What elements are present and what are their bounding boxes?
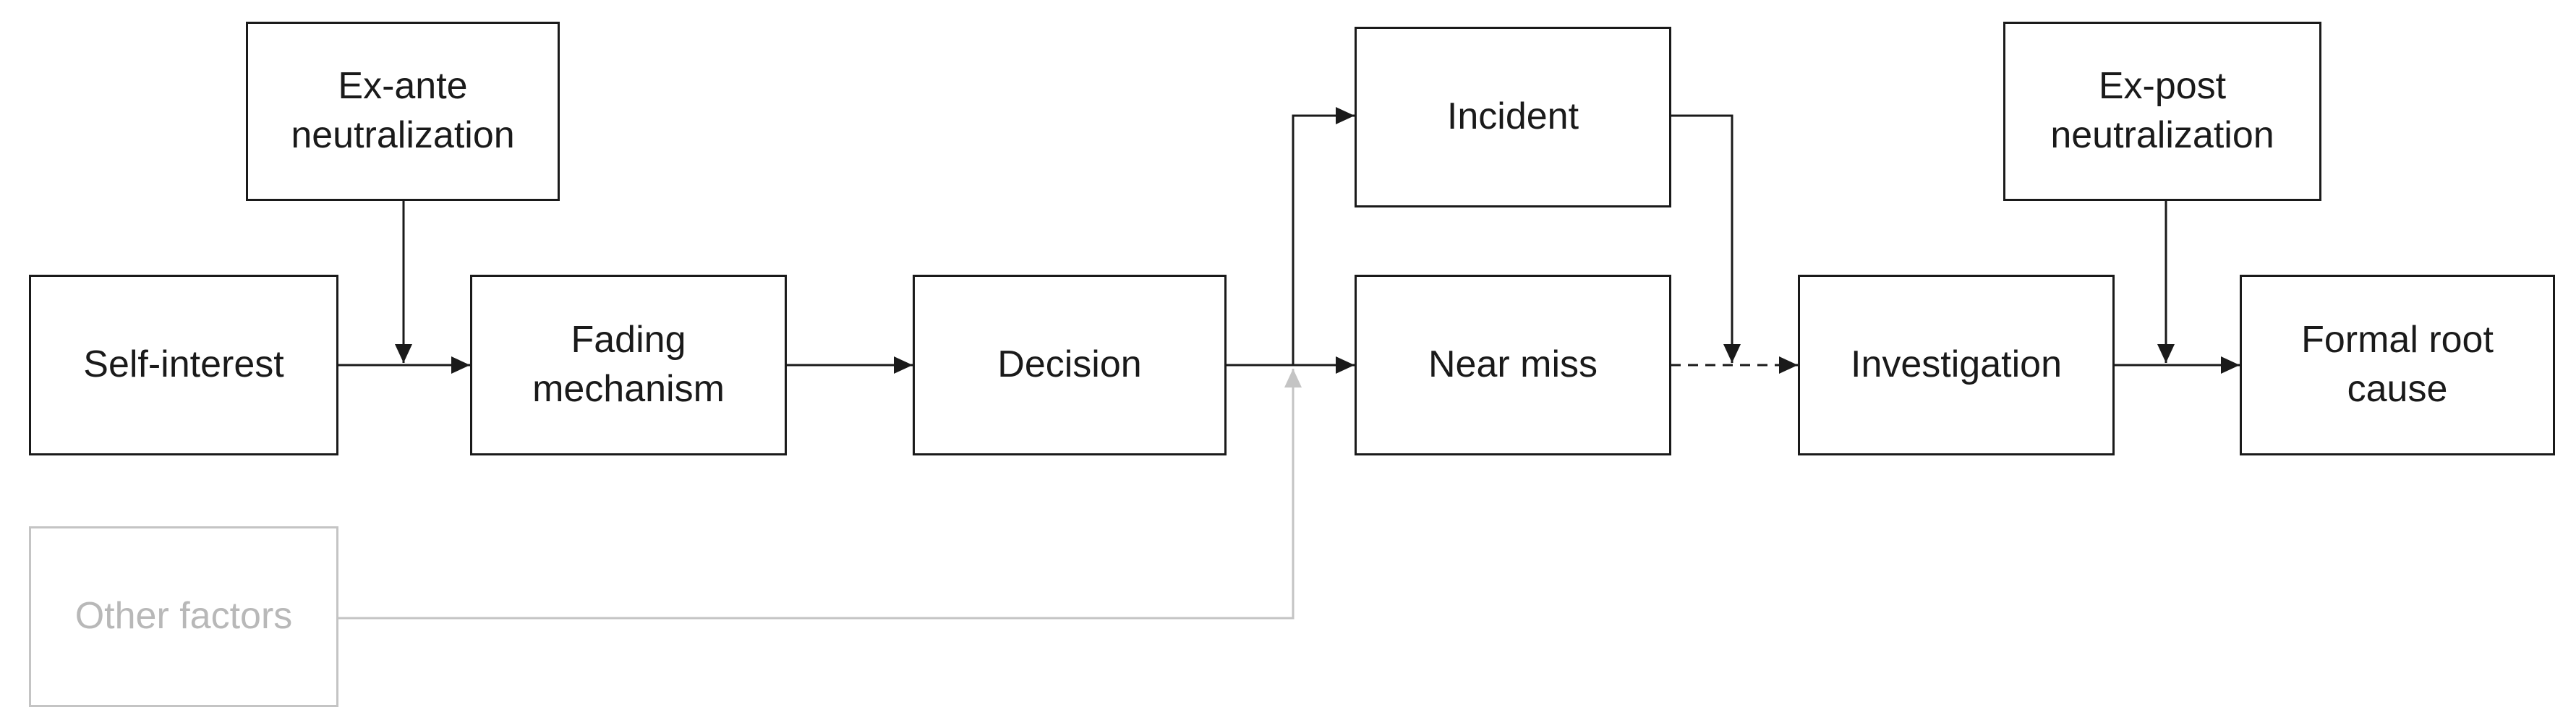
node-fading-mechanism-label: Fading mechanism: [532, 319, 725, 410]
node-formal-root-cause-label: Formal root cause: [2301, 319, 2494, 410]
node-ex-ante-neutralization: Ex-ante neutralization: [246, 22, 560, 201]
node-other-factors: Other factors: [29, 526, 338, 707]
node-investigation-label: Investigation: [1851, 343, 2062, 386]
node-incident-label: Incident: [1446, 95, 1579, 138]
node-decision-label: Decision: [997, 343, 1142, 386]
node-ex-ante-neutralization-label: Ex-ante neutralization: [291, 65, 515, 156]
node-self-interest-label: Self-interest: [83, 343, 284, 386]
node-decision: Decision: [913, 275, 1227, 455]
node-formal-root-cause: Formal root cause: [2240, 275, 2555, 455]
node-fading-mechanism: Fading mechanism: [470, 275, 787, 455]
node-incident: Incident: [1355, 27, 1671, 207]
node-investigation: Investigation: [1798, 275, 2115, 455]
node-near-miss: Near miss: [1355, 275, 1671, 455]
node-ex-post-neutralization: Ex-post neutralization: [2003, 22, 2321, 201]
node-self-interest: Self-interest: [29, 275, 338, 455]
edge-decision-to-incident: [1292, 107, 1355, 365]
node-other-factors-label: Other factors: [74, 595, 293, 638]
node-near-miss-label: Near miss: [1428, 343, 1598, 386]
node-ex-post-neutralization-label: Ex-post neutralization: [2050, 65, 2274, 156]
edge-incident-to-link: [1671, 114, 1741, 363]
edge-other-factors-to-link: [338, 369, 1302, 620]
